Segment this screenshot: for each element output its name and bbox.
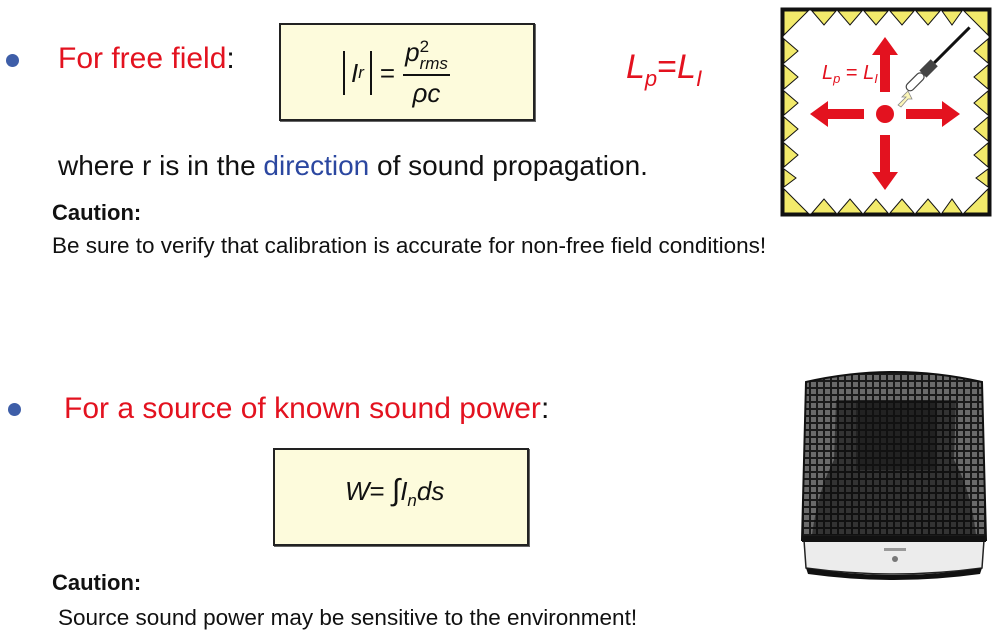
intensity-subscript: r [358,63,364,82]
caution-text-2: Source sound power may be sensitive to t… [58,605,638,630]
sound-power-formula: W= ∫Inds [345,474,444,511]
bullet-point [6,54,19,67]
intensity-symbol: I [351,57,359,88]
rms-subscript: rms [419,53,448,73]
differential: ds [416,476,445,506]
level-equals: = [657,48,678,86]
free-field-heading: For free field: [58,42,235,76]
free-field-label: For free field [58,42,227,75]
sound-power-label: For a source of known sound power [64,392,541,425]
microphone-probe [905,26,971,92]
equals-sign: = [379,57,396,88]
li-symbol: L [677,48,696,86]
intensity-symbol: I [400,476,408,506]
power-symbol: W [345,476,370,506]
integral-sign: ∫ [391,474,401,507]
reference-sound-source-icon [800,371,988,580]
li-subscript: I [695,65,703,91]
denominator: ρc [412,77,441,108]
anechoic-chamber-icon: Lp = LI [780,7,992,217]
caution-label-1: Caution: [52,200,142,225]
heading-colon: : [226,42,235,75]
pressure-symbol: p [405,37,420,68]
sound-power-formula-box: W= ∫Inds [273,448,529,546]
superscript: 2 [419,36,430,56]
normal-subscript: n [407,491,417,511]
sound-power-heading: For a source of known sound power: [64,392,549,426]
caution-label-2: Caution: [52,570,142,595]
lp-subscript: p [644,65,658,91]
bullet-point [8,403,21,416]
reference-sound-source-image [796,360,992,582]
svg-text:Lp = LI: Lp = LI [822,62,878,86]
propagation-description: where r is in the direction of sound pro… [58,150,648,182]
description-suffix: of sound propagation. [369,150,648,181]
lp-symbol: L [626,48,645,86]
free-field-diagram: Lp = LI [780,7,992,217]
direction-highlight: direction [263,150,370,181]
caution-text-1: Be sure to verify that calibration is ac… [52,233,767,258]
description-prefix: where r is in the [58,150,264,181]
heading-colon: : [540,392,550,425]
level-relation: Lp=LI [626,48,702,92]
equals-sign: = [369,476,385,506]
